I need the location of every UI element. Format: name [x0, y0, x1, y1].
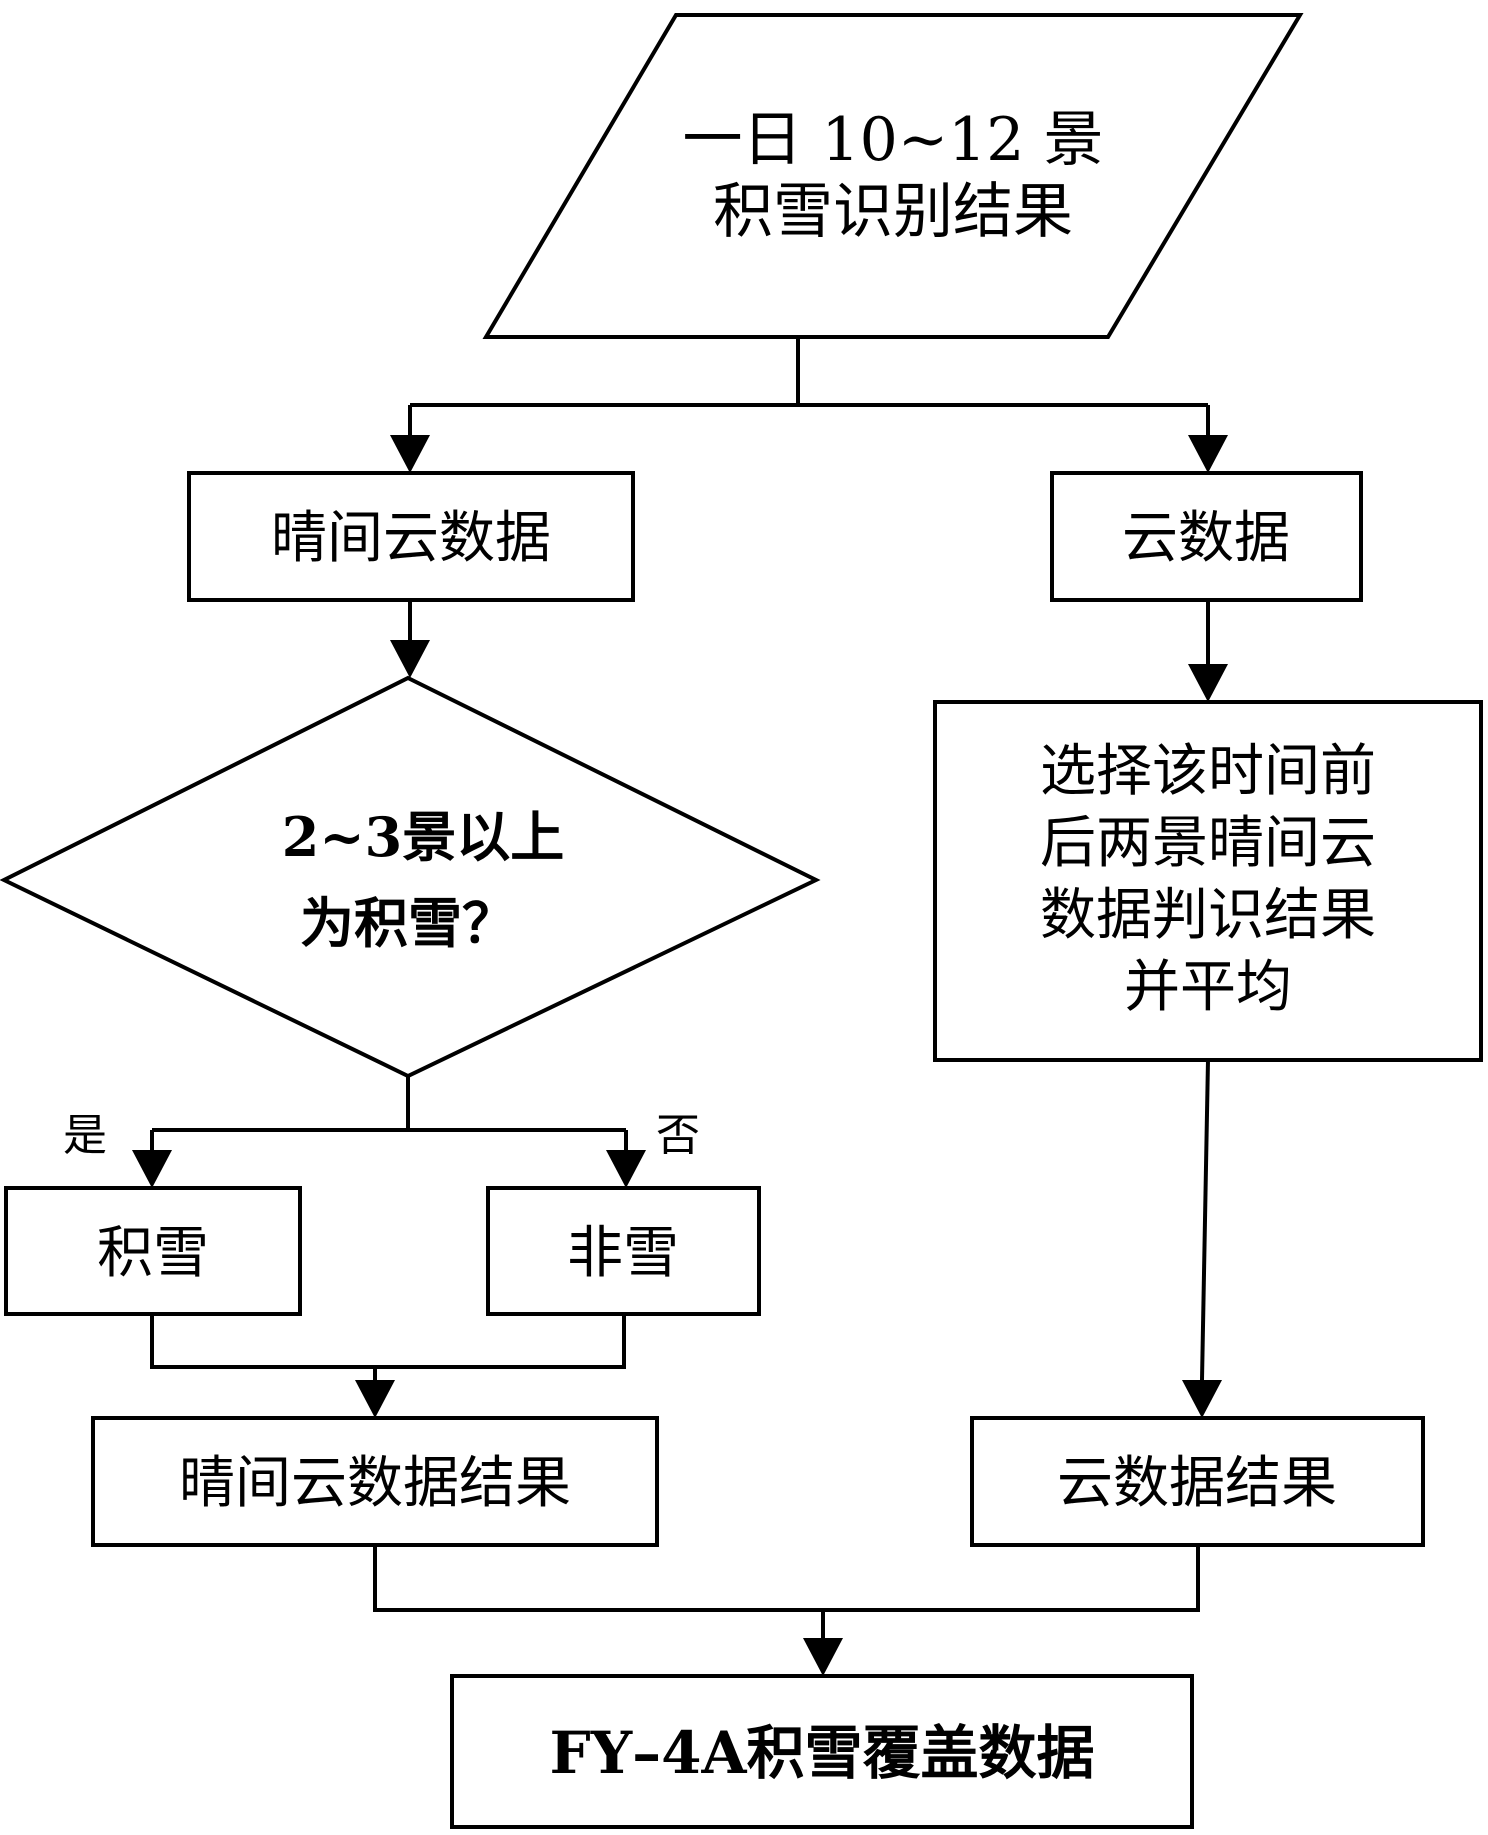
arrow-to-process: [1188, 664, 1228, 702]
process-line1: 选择该时间前: [1040, 739, 1376, 804]
arrow-to-clear-result: [355, 1380, 395, 1418]
final-box: [450, 1674, 1194, 1829]
clear-result-box: [91, 1416, 659, 1547]
decision-line2: 为积雪？: [300, 891, 516, 955]
input-parallelogram: [482, 13, 1304, 339]
cloud-process-box: [933, 700, 1483, 1062]
connector-input-split: [408, 337, 1210, 435]
arrow-to-cloud-result: [1182, 1380, 1222, 1418]
connector-decision-split: [150, 1076, 628, 1150]
arrow-to-final: [803, 1638, 843, 1676]
non-snow-label: 非雪: [567, 1221, 679, 1286]
yes-label: 是: [63, 1110, 107, 1161]
cloud-data-box: [1050, 471, 1363, 602]
cloud-result-box: [970, 1416, 1425, 1547]
cloud-result-label: 云数据结果: [1057, 1451, 1337, 1516]
cloud-data-label: 云数据: [1122, 506, 1290, 571]
connector-merge-clear: [150, 1314, 626, 1380]
input-line2: 积雪识别结果: [713, 177, 1073, 247]
process-line2: 后两景晴间云: [1040, 811, 1376, 876]
arrow-to-snow: [132, 1150, 172, 1188]
decision-line1: 2~3景以上: [282, 805, 564, 869]
process-line4: 并平均: [1124, 955, 1292, 1020]
clear-data-box: [187, 471, 635, 602]
arrow-to-decision: [390, 640, 430, 678]
connector-merge-final: [373, 1545, 1200, 1638]
input-line1: 一日 10~12 景: [682, 105, 1103, 175]
arrow-to-clear-data: [390, 435, 430, 473]
connector-process-to-cloud-result: [1200, 1059, 1210, 1381]
clear-result-label: 晴间云数据结果: [179, 1451, 571, 1516]
snow-label: 积雪: [97, 1221, 209, 1286]
final-label: FY–4A积雪覆盖数据: [550, 1719, 1095, 1787]
arrow-to-non-snow: [606, 1150, 646, 1188]
arrow-to-cloud-data: [1188, 435, 1228, 473]
clear-data-label: 晴间云数据: [271, 506, 551, 571]
decision-diamond: [0, 675, 821, 1079]
process-line3: 数据判识结果: [1040, 883, 1376, 948]
no-label: 否: [656, 1110, 700, 1161]
